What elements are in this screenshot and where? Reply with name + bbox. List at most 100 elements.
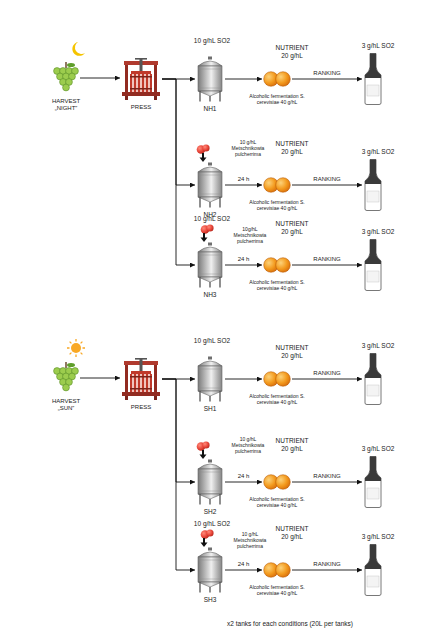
bottle-node: 3 g/hL SO2 bbox=[362, 353, 384, 405]
yeast-icon bbox=[201, 224, 214, 233]
node-text: PRESS bbox=[106, 404, 176, 411]
addition-arrow bbox=[200, 153, 207, 162]
tank-icon bbox=[198, 163, 222, 208]
yeast-label: 10 g/hL Metschnikowia pulcherrima bbox=[226, 437, 270, 454]
bottle-icon bbox=[365, 54, 381, 105]
node-text: NUTRIENT 20 g/hL bbox=[272, 140, 312, 155]
node-text: Alcoholic fermentation S. cerevisiae 40 … bbox=[246, 200, 308, 212]
node-text: 3 g/hL SO2 bbox=[353, 148, 403, 155]
connector-arrow bbox=[292, 265, 362, 266]
connector-arrow bbox=[162, 79, 195, 185]
edge-label: RANKING bbox=[297, 370, 357, 377]
connector-arrow bbox=[225, 379, 262, 380]
edge-label: RANKING bbox=[297, 473, 357, 480]
node-text: 3 g/hL SO2 bbox=[353, 342, 403, 349]
tank-icon bbox=[198, 548, 222, 593]
bottle-icon bbox=[365, 240, 381, 291]
connector-arrow bbox=[292, 185, 362, 186]
fermentation-node: NUTRIENT 20 g/hLAlcoholic fermentation S… bbox=[262, 177, 292, 193]
bottle-node: 3 g/hL SO2 bbox=[362, 239, 384, 291]
press-node: PRESS bbox=[120, 58, 162, 100]
grape-icon bbox=[54, 62, 79, 91]
press-node: PRESS bbox=[120, 358, 162, 400]
connector-arrow bbox=[80, 78, 120, 79]
connector-arrow bbox=[292, 482, 362, 483]
node-text: NUTRIENT 20 g/hL bbox=[272, 220, 312, 235]
bottle-node: 3 g/hL SO2 bbox=[362, 53, 384, 105]
fermentation-node: NUTRIENT 20 g/hLAlcoholic fermentation S… bbox=[262, 371, 292, 387]
connector-arrow bbox=[292, 379, 362, 380]
tank-node: NH3 bbox=[195, 242, 225, 288]
node-text: SH3 bbox=[175, 596, 245, 603]
grape-icon bbox=[54, 362, 79, 391]
connector-arrow bbox=[292, 79, 362, 80]
moon-icon bbox=[72, 42, 85, 56]
node-text: HARVEST „NIGHT” bbox=[48, 98, 84, 112]
connector-arrow bbox=[162, 379, 195, 482]
yeast-icon bbox=[197, 441, 210, 450]
yeast-label: 10g/hL Metschnikowia pulcherrima bbox=[228, 227, 272, 244]
yeast-icon bbox=[197, 144, 210, 153]
node-text: Alcoholic fermentation S. cerevisiae 40 … bbox=[246, 497, 308, 509]
edge-label: RANKING bbox=[297, 176, 357, 183]
harvest-node: HARVEST „SUN” bbox=[52, 362, 80, 394]
edge-label: RANKING bbox=[297, 70, 357, 77]
node-text: NH1 bbox=[175, 105, 245, 112]
bottle-icon bbox=[365, 354, 381, 405]
bottle-icon bbox=[365, 457, 381, 508]
fermentation-icon bbox=[264, 475, 291, 490]
node-text: 3 g/hL SO2 bbox=[353, 42, 403, 49]
edge-label: 24 h bbox=[214, 256, 274, 263]
fermentation-node: NUTRIENT 20 g/hLAlcoholic fermentation S… bbox=[262, 562, 292, 578]
tank-icon bbox=[198, 243, 222, 288]
fermentation-icon bbox=[264, 178, 291, 193]
tank-icon bbox=[198, 57, 222, 102]
tank-node: NH2 bbox=[195, 162, 225, 208]
addition-arrow bbox=[201, 233, 208, 242]
fermentation-node: NUTRIENT 20 g/hLAlcoholic fermentation S… bbox=[262, 71, 292, 87]
node-text: PRESS bbox=[106, 104, 176, 111]
connector-arrow bbox=[225, 482, 262, 483]
connector-arrow bbox=[225, 570, 262, 571]
node-text: SH2 bbox=[175, 508, 245, 515]
dose-label: 10 g/hL SO2 bbox=[184, 520, 240, 527]
node-text: 3 g/hL SO2 bbox=[353, 228, 403, 235]
node-text: NUTRIENT 20 g/hL bbox=[272, 44, 312, 59]
edge-label: 24 h bbox=[214, 473, 274, 480]
edge-label: 24 h bbox=[214, 561, 274, 568]
dose-label: 10 g/hL SO2 bbox=[184, 337, 240, 344]
connector-arrow bbox=[162, 79, 195, 80]
bottle-node: 3 g/hL SO2 bbox=[362, 159, 384, 211]
connector-arrow bbox=[162, 379, 195, 570]
fermentation-node: NUTRIENT 20 g/hLAlcoholic fermentation S… bbox=[262, 257, 292, 273]
tank-icon bbox=[198, 357, 222, 402]
bottle-icon bbox=[365, 160, 381, 211]
connector-arrow bbox=[225, 265, 262, 266]
connector-arrow bbox=[162, 379, 195, 380]
addition-arrow bbox=[200, 450, 207, 459]
press-icon bbox=[122, 358, 160, 400]
edge-label: RANKING bbox=[297, 561, 357, 568]
node-text: NUTRIENT 20 g/hL bbox=[272, 437, 312, 452]
yeast-icon bbox=[201, 529, 214, 538]
node-text: Alcoholic fermentation S. cerevisiae 40 … bbox=[246, 585, 308, 597]
node-text: Alcoholic fermentation S. cerevisiae 40 … bbox=[246, 94, 308, 106]
press-icon bbox=[122, 58, 160, 100]
fermentation-node: NUTRIENT 20 g/hLAlcoholic fermentation S… bbox=[262, 474, 292, 490]
harvest-node: HARVEST „NIGHT” bbox=[52, 62, 80, 94]
fermentation-icon bbox=[264, 258, 291, 273]
tank-node: NH1 bbox=[195, 56, 225, 102]
node-text: 3 g/hL SO2 bbox=[353, 445, 403, 452]
connector-arrow bbox=[225, 79, 262, 80]
addition-arrow bbox=[201, 538, 208, 547]
node-text: NH3 bbox=[175, 291, 245, 298]
fermentation-icon bbox=[264, 563, 291, 578]
node-text: NUTRIENT 20 g/hL bbox=[272, 525, 312, 540]
sun-icon bbox=[67, 339, 85, 357]
tank-node: SH1 bbox=[195, 356, 225, 402]
caption: x2 tanks for each conditions (20L per ta… bbox=[180, 620, 400, 627]
edge-label: 24 h bbox=[214, 176, 274, 183]
